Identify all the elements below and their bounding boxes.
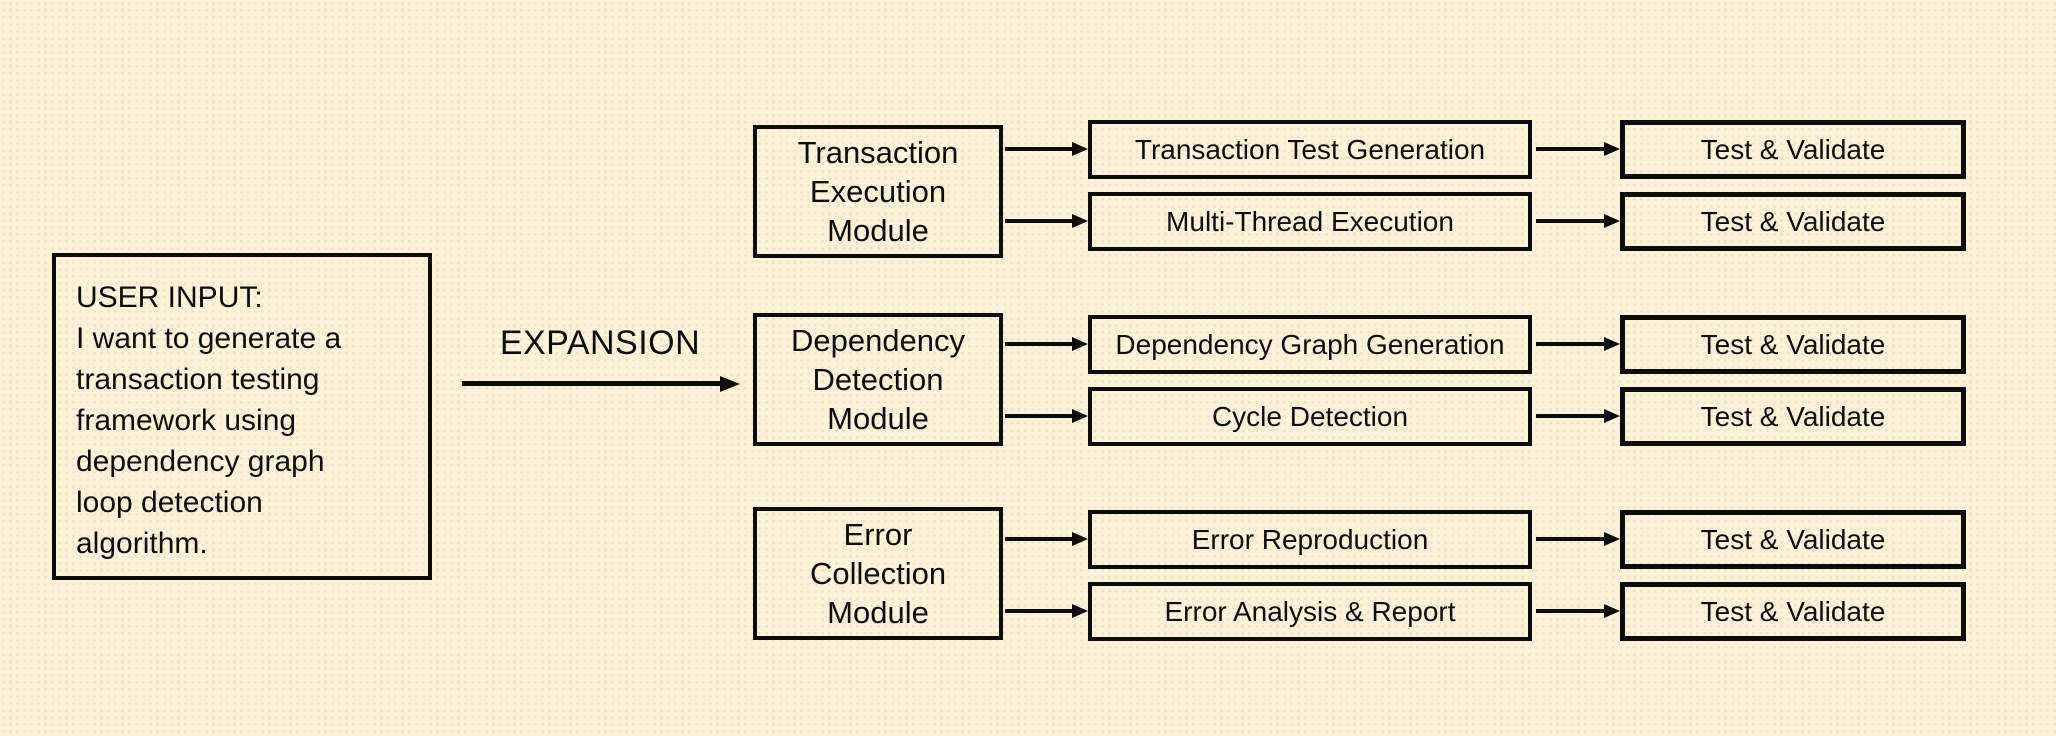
- test-validate-box: Test & Validate: [1620, 510, 1966, 569]
- module-label-line: Collection: [809, 556, 947, 591]
- arrow-module-to-step-icon: [1005, 414, 1072, 418]
- test-validate-label: Test & Validate: [1700, 205, 1886, 237]
- test-validate-box: Test & Validate: [1620, 582, 1966, 641]
- test-validate-label: Test & Validate: [1700, 523, 1886, 555]
- user-input-line: I want to generate a: [76, 322, 342, 355]
- module-label-line: Dependency: [790, 323, 966, 358]
- expansion-label: EXPANSION: [499, 324, 701, 362]
- user-input-line: transaction testing: [76, 363, 320, 396]
- module-box-dependency-detection: Dependency Detection Module: [753, 313, 1003, 446]
- step-box-dependency-graph-generation: Dependency Graph Generation: [1088, 315, 1532, 374]
- module-label-line: Module: [827, 401, 929, 436]
- arrow-step-to-validate-icon: [1536, 147, 1604, 151]
- module-label-line: Detection: [812, 362, 944, 397]
- step-box-multi-thread-execution: Multi-Thread Execution: [1088, 192, 1532, 251]
- user-input-line: dependency graph: [76, 445, 325, 478]
- step-label: Transaction Test Generation: [1134, 133, 1486, 165]
- arrow-module-to-step-icon: [1005, 147, 1072, 151]
- test-validate-box: Test & Validate: [1620, 120, 1966, 179]
- test-validate-label: Test & Validate: [1700, 400, 1886, 432]
- user-input-box: USER INPUT: I want to generate a transac…: [52, 253, 432, 580]
- user-input-line: loop detection: [76, 486, 263, 519]
- step-label: Cycle Detection: [1211, 400, 1409, 432]
- test-validate-box: Test & Validate: [1620, 387, 1966, 446]
- step-label: Error Reproduction: [1191, 523, 1429, 555]
- step-label: Error Analysis & Report: [1164, 595, 1456, 627]
- step-label: Dependency Graph Generation: [1115, 328, 1505, 360]
- step-box-error-reproduction: Error Reproduction: [1088, 510, 1532, 569]
- arrow-step-to-validate-icon: [1536, 609, 1604, 613]
- test-validate-box: Test & Validate: [1620, 315, 1966, 374]
- step-box-cycle-detection: Cycle Detection: [1088, 387, 1532, 446]
- step-label: Multi-Thread Execution: [1166, 205, 1454, 237]
- module-label-line: Module: [827, 213, 929, 248]
- arrow-step-to-validate-icon: [1536, 219, 1604, 223]
- expansion-arrow-right-icon: [462, 381, 720, 386]
- module-label-line: Module: [827, 595, 929, 630]
- arrow-module-to-step-icon: [1005, 609, 1072, 613]
- arrow-step-to-validate-icon: [1536, 414, 1604, 418]
- arrow-module-to-step-icon: [1005, 342, 1072, 346]
- arrow-step-to-validate-icon: [1536, 537, 1604, 541]
- module-box-error-collection: Error Collection Module: [753, 507, 1003, 640]
- test-validate-label: Test & Validate: [1700, 133, 1886, 165]
- test-validate-box: Test & Validate: [1620, 192, 1966, 251]
- test-validate-label: Test & Validate: [1700, 328, 1886, 360]
- arrow-module-to-step-icon: [1005, 537, 1072, 541]
- test-validate-label: Test & Validate: [1700, 595, 1886, 627]
- module-label-line: Execution: [809, 174, 947, 209]
- module-box-transaction-execution: Transaction Execution Module: [753, 125, 1003, 258]
- arrow-step-to-validate-icon: [1536, 342, 1604, 346]
- user-input-line: framework using: [76, 404, 297, 437]
- user-input-line: USER INPUT:: [76, 281, 263, 314]
- step-box-error-analysis-report: Error Analysis & Report: [1088, 582, 1532, 641]
- user-input-line: algorithm.: [76, 527, 208, 560]
- arrow-module-to-step-icon: [1005, 219, 1072, 223]
- module-label-line: Transaction: [797, 135, 959, 170]
- module-label-line: Error: [843, 517, 913, 552]
- step-box-transaction-test-generation: Transaction Test Generation: [1088, 120, 1532, 179]
